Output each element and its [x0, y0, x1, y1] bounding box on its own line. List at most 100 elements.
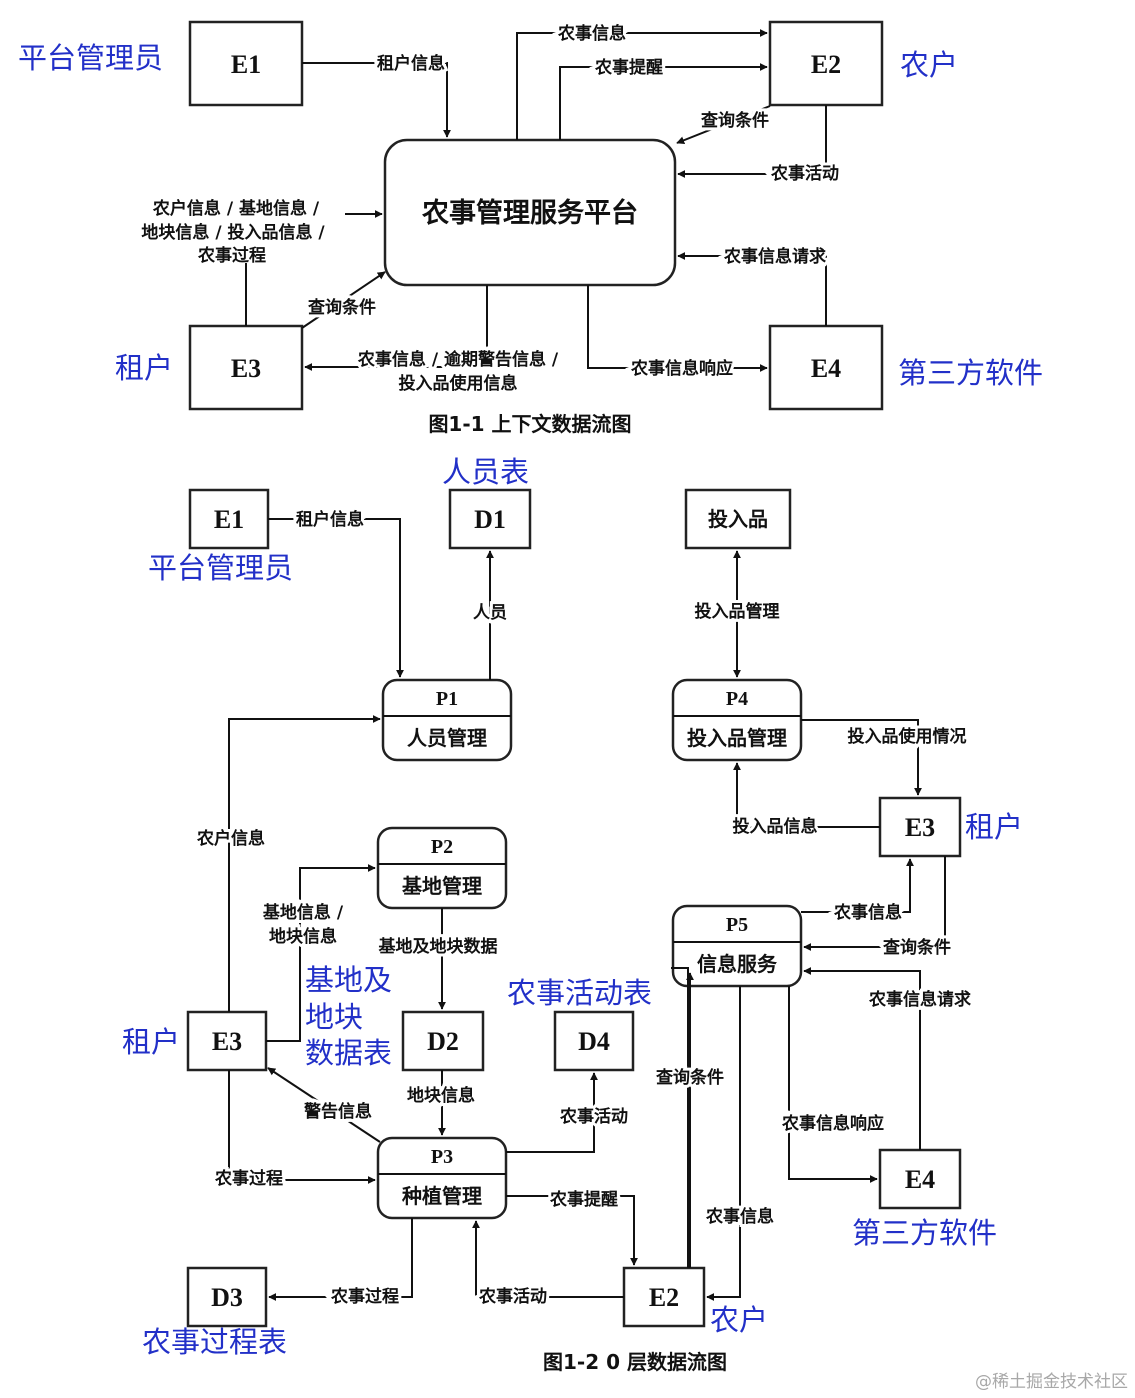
flow-label-tenant-info: 租户信息: [377, 53, 445, 74]
l0-flow-label-personnel: 人员: [473, 603, 507, 623]
l0-flow-query-cond-e2-path: [671, 967, 689, 1268]
flow-label-farm-info: 农事信息: [557, 23, 626, 44]
entity-e1-code: E1: [231, 50, 261, 79]
l0-entity-e4-box: [878, 1148, 962, 1210]
l0-entity-e2-code: E2: [649, 1283, 679, 1312]
entity-e4-code: E4: [811, 354, 841, 383]
store-d1-name: 人员表: [442, 455, 529, 489]
process-p5-code: P5: [726, 914, 748, 936]
role-tenant: 租户: [115, 351, 173, 385]
l0-flow-label-input-usage: 投入品使用情况: [848, 726, 967, 747]
l0-flow-label-input-mgmt: 投入品管理: [695, 601, 780, 622]
l0-flow-label-base-plot-data: 基地及地块数据: [378, 936, 498, 957]
process-p2-name: 基地管理: [402, 874, 482, 898]
flow-farm-reminder: [559, 63, 768, 140]
l0-flow-label-farm-reminder: 农事提醒: [549, 1189, 618, 1210]
process-p4-name: 投入品管理: [687, 726, 787, 750]
flow-label-e3-input-1: 农户信息 / 基地信息 /: [152, 198, 320, 219]
l0-flow-query-cond-e3: [803, 856, 946, 951]
flow-label-query-cond-e2: 查询条件: [700, 110, 769, 131]
flow-farm-info: [516, 29, 768, 140]
l0-flow-label-farm-info-e2: 农事信息: [705, 1206, 774, 1227]
l0-entity-e4-code: E4: [905, 1165, 935, 1194]
l0-flow-input-info: [733, 762, 880, 828]
flow-farm-info-response: [587, 285, 768, 372]
flow-label-e3-input-3: 农事过程: [197, 245, 266, 266]
process-p4-code: P4: [726, 688, 748, 710]
l0-role-platform-admin: 平台管理员: [148, 551, 293, 585]
flow-label-query-cond-e3: 查询条件: [307, 297, 376, 318]
l0-entity-e3a-code: E3: [212, 1027, 242, 1056]
l0-flow-farm-info-request: [803, 967, 921, 1150]
process-p3-code: P3: [431, 1146, 453, 1168]
store-input-goods-box: [684, 488, 792, 550]
process-p5-name: 信息服务: [697, 952, 778, 976]
flow-farm-activity: [677, 105, 827, 178]
l0-entity-e1-code: E1: [214, 505, 244, 534]
context-diagram: 农事管理服务平台 E1 E2 E3 E4 平台管理员 农户 租户 第三方软件 租…: [18, 20, 1043, 436]
flow-tenant-info: [302, 62, 451, 138]
process-p1-code: P1: [436, 688, 458, 710]
process-p5: P5 信息服务: [671, 904, 803, 988]
l0-flow-farm-info-e2: [706, 986, 741, 1301]
l0-entity-e2-box: [622, 1266, 706, 1328]
process-p2: P2 基地管理: [376, 826, 508, 910]
store-d2-name-1: 基地及: [305, 963, 392, 997]
l0-flow-label-plot-info: 地块信息: [407, 1085, 475, 1106]
store-input-goods-label: 投入品: [708, 507, 768, 531]
store-d1-code: D1: [474, 505, 506, 534]
central-platform-label: 农事管理服务平台: [421, 197, 638, 229]
l0-flow-farm-activity-e2: [472, 1220, 624, 1298]
l0-flow-label-query-cond-e3: 查询条件: [882, 937, 951, 958]
flow-label-e3-output-1: 农事信息 / 逾期警告信息 /: [357, 349, 559, 370]
role-third-party: 第三方软件: [898, 356, 1043, 390]
process-p2-code: P2: [431, 836, 453, 858]
flow-farm-info-request: [677, 252, 827, 326]
l0-flow-farm-process: [228, 1070, 376, 1184]
l0-role-tenant-b: 租户: [965, 810, 1023, 844]
l0-flow-farm-activity-d4: [506, 1072, 598, 1153]
l0-flow-farm-reminder: [506, 1195, 638, 1266]
store-d2-name-2: 地块: [305, 1000, 363, 1034]
flow-query-cond-e2: [676, 105, 771, 145]
l0-flow-farm-process-d3: [268, 1218, 413, 1301]
process-p1: P1 人员管理: [381, 678, 513, 762]
flow-label-e3-output-2: 投入品使用信息: [399, 373, 518, 394]
l0-flow-label-base-info-2: 地块信息: [269, 926, 337, 947]
l0-role-farmer: 农户: [710, 1303, 768, 1337]
l0-flow-label-warning-info: 警告信息: [303, 1101, 372, 1122]
l0-flow-label-farm-activity-e2: 农事活动: [478, 1286, 547, 1307]
role-farmer: 农户: [900, 48, 958, 82]
l0-flow-label-farm-process-d3: 农事过程: [330, 1286, 399, 1307]
entity-e4-box: [768, 324, 884, 411]
l0-flow-label-query-cond-e2: 查询条件: [655, 1067, 724, 1088]
l0-flow-farm-info-response: [788, 986, 878, 1183]
flow-label-farm-activity: 农事活动: [770, 163, 839, 184]
level0-diagram: E1 平台管理员 E3 租户 E3 租户 E4 第三方软件 E2 农户 D1 人…: [122, 455, 1023, 1374]
flow-label-farm-reminder: 农事提醒: [594, 57, 663, 78]
entity-e3-box: [188, 324, 304, 411]
watermark: @稀土掘金技术社区: [975, 1372, 1128, 1392]
l0-flow-farmer-info: [228, 715, 381, 1012]
flow-e3-output: [304, 285, 488, 371]
flow-label-e3-input-2: 地块信息 / 投入品信息 /: [141, 222, 325, 243]
context-diagram-caption: 图1-1 上下文数据流图: [428, 412, 631, 436]
flow-query-cond-e3: [301, 271, 386, 329]
l0-flow-farm-info-e3: [801, 858, 914, 913]
store-d4-name: 农事活动表: [507, 976, 652, 1010]
l0-entity-e3a-box: [186, 1010, 268, 1072]
store-d3-box: [186, 1266, 268, 1328]
store-d3-name: 农事过程表: [142, 1325, 287, 1359]
process-p4: P4 投入品管理: [671, 678, 803, 762]
entity-e3-code: E3: [231, 354, 261, 383]
l0-flow-label-farmer-info: 农户信息: [196, 828, 265, 849]
central-platform-box: [383, 138, 677, 287]
role-platform-admin: 平台管理员: [18, 41, 163, 75]
l0-flow-label-input-info: 投入品信息: [733, 816, 818, 837]
l0-flow-label-farm-activity-d4: 农事活动: [559, 1106, 628, 1127]
l0-flow-label-base-info-1: 基地信息 /: [262, 902, 344, 923]
l0-flow-label-farm-info-request: 农事信息请求: [868, 989, 971, 1010]
store-d3-code: D3: [211, 1283, 243, 1312]
l0-flow-input-usage: [801, 719, 922, 796]
